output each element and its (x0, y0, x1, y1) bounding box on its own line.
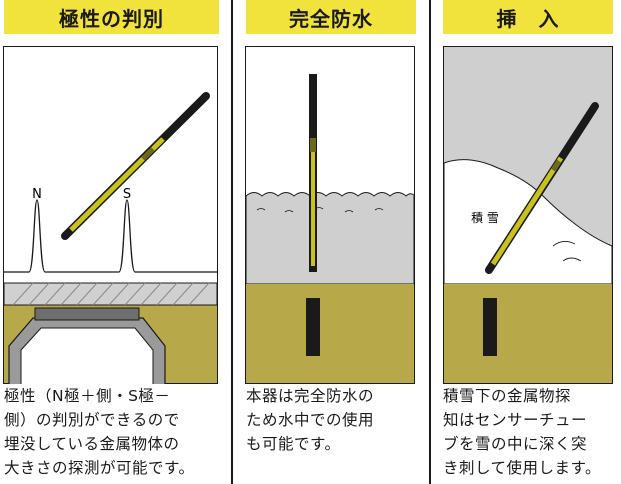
header-waterproof-title: 完全防水 (289, 6, 373, 31)
header-insertion-title: 挿 入 (496, 6, 560, 31)
water (245, 192, 415, 285)
buried-object (483, 298, 497, 356)
description-polarity: 極性（N極＋側・S極－ 側）の判別ができるので 埋没している金属物体の 大きさの… (4, 384, 194, 480)
header-polarity-title: 極性の判別 (59, 6, 164, 31)
description-waterproof: 本器は完全防水の ため水中での使用 も可能です。 (246, 384, 374, 456)
description-line: ブを雪の中に深く突 (443, 435, 588, 453)
description-line: も可能です。 (246, 435, 341, 453)
separator-right (429, 0, 431, 484)
description-line: 側）の判別ができるので (4, 411, 180, 429)
snow-label: 積 雪 (471, 210, 499, 225)
insertion-illustration: 積 雪 (443, 46, 613, 384)
description-insertion: 積雪下の金属物探 知はセンサーチュー ブを雪の中に深く突 き刺して使用します。 (443, 384, 601, 480)
description-line: 本器は完全防水の (246, 387, 375, 405)
description-line: 埋没している金属物体の (4, 435, 180, 453)
peak-label-n: N (32, 187, 42, 202)
description-line: 大きさの探測が可能です。 (4, 459, 195, 477)
buried-object (306, 298, 320, 356)
description-line: ため水中での使用 (246, 411, 375, 429)
culvert-lid (34, 307, 140, 321)
soil (246, 284, 414, 383)
description-line: き刺して使用します。 (443, 459, 601, 477)
description-line: 積雪下の金属物探 (443, 387, 572, 405)
panel-polarity: N S (3, 46, 218, 384)
sensor-tube (490, 156, 564, 266)
panel-insertion: 積 雪 (443, 46, 613, 384)
culvert-inner (20, 327, 154, 384)
description-line: 知はセンサーチュー (443, 411, 588, 429)
sensor-tube (311, 146, 315, 266)
header-waterproof: 完全防水 (246, 0, 416, 34)
header-polarity: 極性の判別 (4, 0, 219, 34)
signal-curve (4, 199, 217, 273)
peak-label-s: S (123, 187, 131, 202)
waterproof-illustration (245, 46, 415, 384)
panel-waterproof (245, 46, 415, 384)
description-line: 極性（N極＋側・S極－ (4, 387, 171, 405)
soil (444, 284, 612, 383)
separator-left (231, 0, 233, 484)
polarity-illustration: N S (3, 46, 218, 384)
header-insertion: 挿 入 (443, 0, 613, 34)
pavement (3, 282, 218, 306)
